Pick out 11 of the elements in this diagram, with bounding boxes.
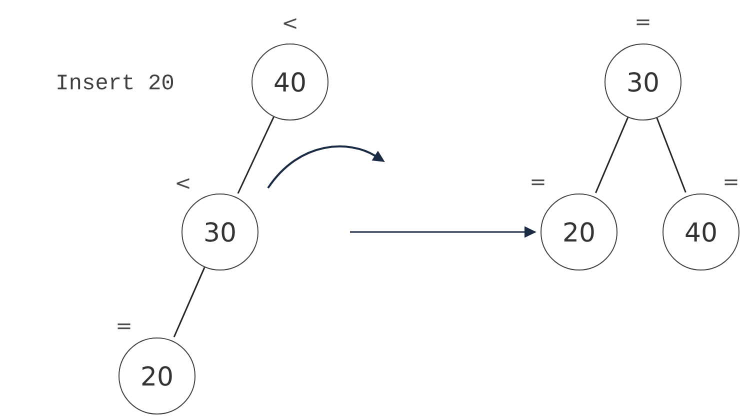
balance-mark: < <box>284 18 296 29</box>
balance-mark: = <box>118 323 130 330</box>
balance-mark: = <box>724 179 738 186</box>
balance-mark: = <box>636 19 650 26</box>
tree-edge <box>656 118 686 193</box>
tree-edge <box>173 266 206 338</box>
balance-mark: = <box>532 179 544 186</box>
tree-edge <box>595 117 629 194</box>
insert-label: Insert 20 <box>58 74 174 90</box>
tree-edge <box>237 116 274 194</box>
balance-mark: < <box>176 178 190 189</box>
